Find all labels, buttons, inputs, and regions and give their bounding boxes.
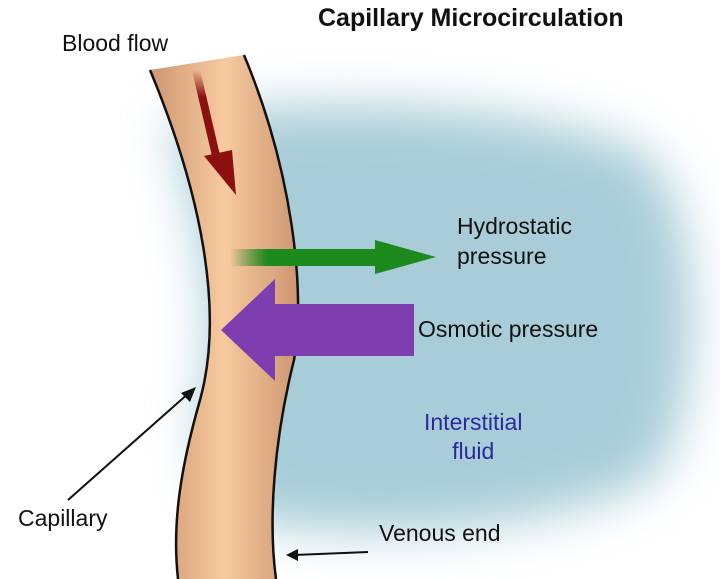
hydrostatic-label-line1: Hydrostatic: [457, 213, 573, 239]
capillary-wall-left: [148, 69, 212, 579]
blood-flow-arrow: [192, 66, 236, 195]
osmotic-pressure-arrow: [221, 279, 414, 381]
interstitial-fluid-region: [170, 105, 692, 532]
capillary-pointer-arrow: [67, 387, 196, 501]
osmotic-pressure-label: Osmotic pressure: [418, 316, 599, 342]
interstitial-label-line2: fluid: [452, 438, 495, 464]
interstitial-fluid-label: Interstitial fluid: [424, 408, 522, 466]
hydrostatic-pressure-label: Hydrostatic pressure: [457, 211, 572, 271]
venous-end-arrow: [286, 549, 369, 561]
capillary-vessel: [150, 55, 299, 579]
blood-flow-label: Blood flow: [62, 30, 169, 56]
capillary-label: Capillary: [18, 505, 108, 531]
interstitial-label-line1: Interstitial: [424, 409, 523, 435]
hydrostatic-label-line2: pressure: [457, 243, 547, 269]
hydrostatic-pressure-arrow: [230, 240, 436, 274]
diagram-title: Capillary Microcirculation: [318, 4, 624, 32]
venous-end-label: Venous end: [379, 520, 501, 546]
